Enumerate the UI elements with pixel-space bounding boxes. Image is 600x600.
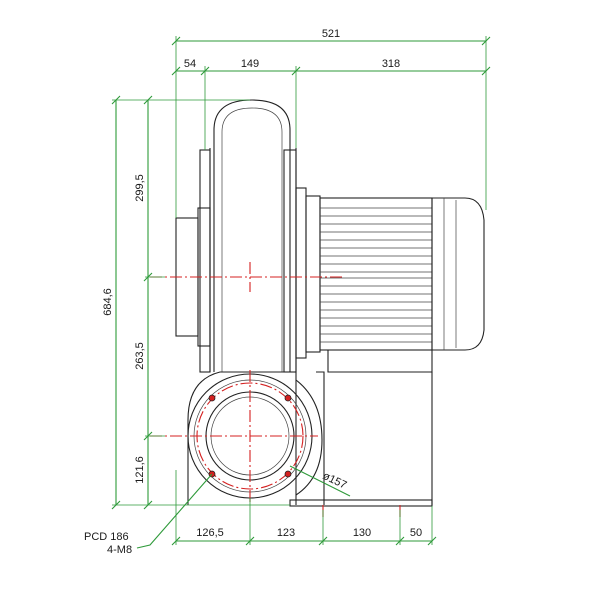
- motor-adapter: [305, 195, 321, 353]
- lower-scroll: [187, 371, 296, 505]
- dim-overall-width: 521: [322, 28, 340, 40]
- bolt-hole-br: [284, 470, 292, 478]
- motor-mount-plate: [295, 187, 307, 359]
- pedestal-web: [316, 371, 325, 505]
- dimensions: [111, 36, 491, 549]
- pcd-label: PCD 186: [84, 531, 129, 543]
- dim-base-right: 130: [353, 527, 371, 539]
- bolt-hole-tr: [284, 394, 292, 402]
- scroll-inner-line: [221, 107, 283, 372]
- scroll-curve-right: [295, 379, 323, 496]
- dim-diameter-leader: [289, 465, 351, 497]
- dim-inlet-offset: 54: [184, 58, 196, 70]
- bolt-label: 4-M8: [107, 544, 132, 556]
- dim-base-mid: 123: [277, 527, 295, 539]
- pedestal: [295, 372, 433, 505]
- dim-housing-width: 149: [241, 58, 259, 70]
- blower-body: [175, 99, 485, 507]
- dim-height-mid: 263,5: [134, 342, 146, 370]
- motor-body: [319, 197, 433, 351]
- dim-height-base: 121,6: [134, 456, 146, 484]
- base-plate: [289, 499, 433, 507]
- dim-height-upper: 299,5: [134, 174, 146, 202]
- motor-fins: [320, 207, 432, 343]
- housing-left-plate: [199, 149, 211, 373]
- scroll-casing: [213, 99, 291, 372]
- end-cap-lines: [443, 198, 457, 350]
- housing-sides: [209, 148, 297, 372]
- motor-foot: [327, 350, 433, 373]
- motor-end-cap: [431, 197, 485, 351]
- bolt-hole-tl: [208, 394, 216, 402]
- dimension-labels: 521 54 149 318 684,6 299,5 263,5 121,6 ø…: [84, 28, 422, 556]
- dim-motor-length: 318: [382, 58, 400, 70]
- pcd-leader: [136, 473, 213, 549]
- dim-base-end: 50: [410, 527, 422, 539]
- dim-base-left: 126,5: [196, 527, 224, 539]
- dim-total-height: 684,6: [102, 288, 114, 316]
